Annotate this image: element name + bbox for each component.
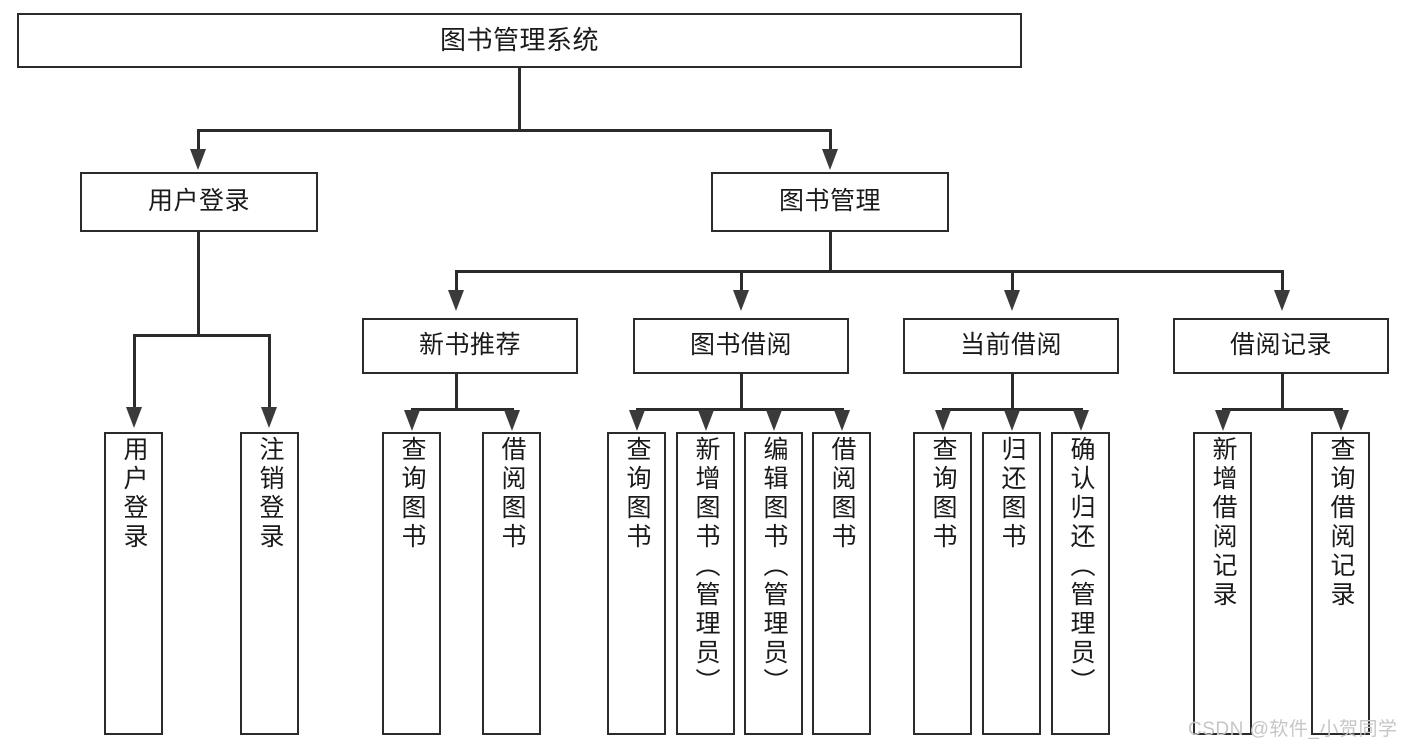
leaf-return-book-label: 归还图书 <box>998 436 1026 552</box>
arrow-to-leaf-user-login <box>126 407 142 428</box>
leaf-query-book-3[interactable]: 查询图书 <box>913 432 972 735</box>
leaf-edit-book[interactable]: 编辑图书（管理员） <box>744 432 803 735</box>
leaf-add-book[interactable]: 新增图书（管理员） <box>676 432 735 735</box>
node-borrow-record-label: 借阅记录 <box>1229 331 1332 360</box>
leaf-confirm-return-label: 确认归还（管理员） <box>1067 436 1095 697</box>
leaf-query-book-3-label: 查询图书 <box>929 436 957 552</box>
connector-root-stem <box>518 68 521 130</box>
connector-level2-right-drop <box>829 129 832 151</box>
connector-new-book-rec-stem <box>455 374 458 410</box>
leaf-user-login[interactable]: 用户登录 <box>104 432 163 735</box>
connector-level2-bus <box>197 129 831 132</box>
connector-current-borrow-stem <box>1011 374 1014 410</box>
leaf-confirm-return[interactable]: 确认归还（管理员） <box>1051 432 1110 735</box>
node-current-borrow[interactable]: 当前借阅 <box>903 318 1119 374</box>
node-user-login[interactable]: 用户登录 <box>80 172 318 232</box>
connector-new-book-rec-bus <box>411 408 514 411</box>
arrow-to-leaf-edit-book <box>766 410 782 431</box>
connector-level3-drop-1 <box>455 270 458 292</box>
arrow-to-book-manage <box>822 149 838 170</box>
leaf-add-record-label: 新增借阅记录 <box>1209 436 1237 610</box>
arrow-to-current-borrow <box>1004 290 1020 311</box>
node-book-manage[interactable]: 图书管理 <box>711 172 949 232</box>
arrow-to-leaf-query-record <box>1333 410 1349 431</box>
leaf-query-book-2-label: 查询图书 <box>623 436 651 552</box>
leaf-query-book-1[interactable]: 查询图书 <box>382 432 441 735</box>
connector-level3-bus <box>455 270 1283 273</box>
arrow-to-user-login <box>190 149 206 170</box>
arrow-to-leaf-add-book <box>698 410 714 431</box>
leaf-add-book-label: 新增图书（管理员） <box>692 436 720 697</box>
leaf-edit-book-label: 编辑图书（管理员） <box>760 436 788 697</box>
leaf-query-book-2[interactable]: 查询图书 <box>607 432 666 735</box>
connector-book-borrow-bus <box>636 408 842 411</box>
connector-book-manage-stem <box>829 232 832 272</box>
node-borrow-record[interactable]: 借阅记录 <box>1173 318 1389 374</box>
connector-user-login-bus <box>133 334 270 337</box>
connector-level3-drop-2 <box>740 270 743 292</box>
leaf-return-book[interactable]: 归还图书 <box>982 432 1041 735</box>
node-root-label: 图书管理系统 <box>439 25 599 56</box>
node-new-book-rec-label: 新书推荐 <box>418 331 521 360</box>
connector-level3-drop-3 <box>1011 270 1014 292</box>
leaf-borrow-book-2[interactable]: 借阅图书 <box>812 432 871 735</box>
arrow-to-leaf-confirm-return <box>1073 410 1089 431</box>
arrow-to-leaf-logout <box>261 407 277 428</box>
leaf-query-book-1-label: 查询图书 <box>398 436 426 552</box>
connector-level2-left-drop <box>197 129 200 151</box>
leaf-borrow-book-1[interactable]: 借阅图书 <box>482 432 541 735</box>
leaf-borrow-book-1-label: 借阅图书 <box>498 436 526 552</box>
leaf-add-record[interactable]: 新增借阅记录 <box>1193 432 1252 735</box>
arrow-to-leaf-borrow-book-2 <box>834 410 850 431</box>
leaf-query-record[interactable]: 查询借阅记录 <box>1311 432 1370 735</box>
leaf-user-login-label: 用户登录 <box>120 436 148 552</box>
leaf-borrow-book-2-label: 借阅图书 <box>828 436 856 552</box>
node-book-borrow[interactable]: 图书借阅 <box>633 318 849 374</box>
arrow-to-leaf-query-book-1 <box>404 410 420 431</box>
arrow-to-book-borrow <box>733 290 749 311</box>
arrow-to-leaf-query-book-3 <box>935 410 951 431</box>
connector-user-login-stem <box>197 232 200 336</box>
leaf-logout-label: 注销登录 <box>256 436 284 552</box>
arrow-to-leaf-return-book <box>1004 410 1020 431</box>
connector-book-borrow-stem <box>740 374 743 410</box>
arrow-to-leaf-add-record <box>1215 410 1231 431</box>
node-current-borrow-label: 当前借阅 <box>959 331 1062 360</box>
node-book-manage-label: 图书管理 <box>778 187 881 216</box>
node-book-borrow-label: 图书借阅 <box>689 331 792 360</box>
arrow-to-leaf-borrow-book-1 <box>504 410 520 431</box>
node-user-login-label: 用户登录 <box>147 187 250 216</box>
node-new-book-rec[interactable]: 新书推荐 <box>362 318 578 374</box>
node-root[interactable]: 图书管理系统 <box>17 13 1022 68</box>
connector-user-login-drop-1 <box>133 334 136 409</box>
arrow-to-leaf-query-book-2 <box>629 410 645 431</box>
arrow-to-borrow-record <box>1274 290 1290 311</box>
leaf-logout[interactable]: 注销登录 <box>240 432 299 735</box>
leaf-query-record-label: 查询借阅记录 <box>1327 436 1355 610</box>
csdn-watermark: CSDN @软件_小贺同学 <box>1188 719 1398 740</box>
connector-borrow-record-bus <box>1222 408 1342 411</box>
connector-borrow-record-stem <box>1281 374 1284 410</box>
connector-user-login-drop-2 <box>268 334 271 409</box>
arrow-to-new-book-rec <box>448 290 464 311</box>
connector-level3-drop-4 <box>1281 270 1284 292</box>
